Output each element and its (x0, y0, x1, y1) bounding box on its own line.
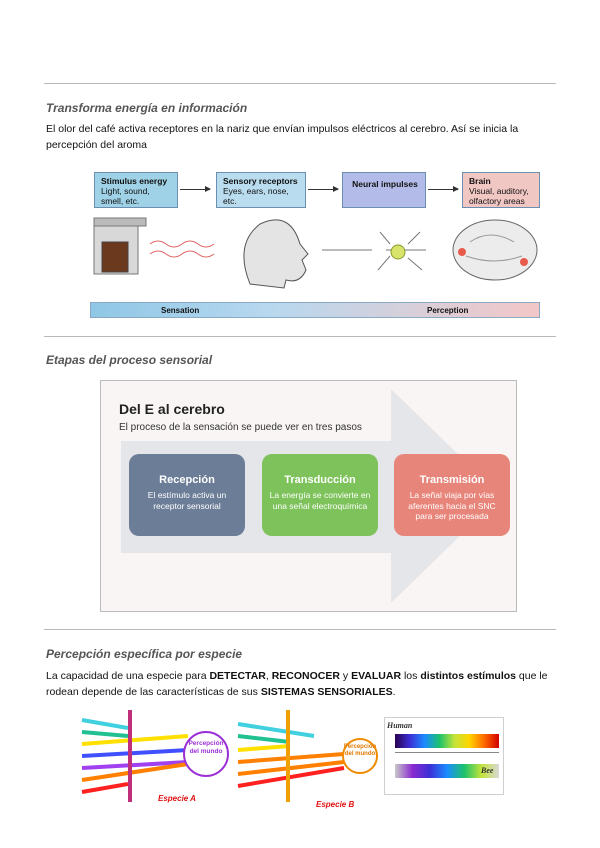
spectrum-label-human: Human (387, 721, 413, 730)
sensory-process-diagram: Del E al cerebro El proceso de la sensac… (100, 380, 517, 612)
bee-spectrum-bar (395, 764, 499, 778)
section-heading: Transforma energía en información (46, 101, 248, 115)
divider (44, 83, 556, 84)
species-b-label: Especie B (316, 800, 355, 809)
stage-impulses: Neural impulses (342, 172, 426, 208)
aroma-waves-icon (149, 240, 215, 258)
neuron-icon (322, 231, 426, 271)
flow-arrow (428, 186, 459, 192)
spectrum-label-bee: Bee (481, 766, 494, 775)
species-a-label: Especie A (158, 794, 196, 803)
step-transduction: Transducción La energía se convierte en … (262, 454, 378, 536)
section-paragraph: El olor del café activa receptores en la… (46, 123, 519, 151)
flow-arrow (308, 186, 339, 192)
section-heading: Percepción específica por especie (46, 647, 243, 661)
sensation-perception-band: Sensation Perception (90, 302, 540, 318)
circle-label-b: Percepción del mundo (343, 744, 377, 757)
diagram-title: Del E al cerebro (119, 401, 225, 417)
species-b-diagram (237, 710, 378, 802)
head-icon (243, 219, 309, 289)
divider (44, 336, 556, 337)
species-diagrams (81, 710, 378, 802)
brain-icon (452, 219, 538, 281)
illustration-row (93, 217, 538, 289)
diagram-subtitle: El proceso de la sensación se puede ver … (119, 422, 362, 433)
flow-arrow (180, 186, 211, 192)
divider (44, 629, 556, 630)
circle-label-a: Percepción del mundo (188, 740, 224, 755)
section-heading: Etapas del proceso sensorial (46, 353, 213, 367)
species-a-diagram (81, 710, 229, 802)
scale-line (395, 752, 499, 753)
step-transmission: Transmisión La señal viaja por vías afer… (394, 454, 510, 536)
section-paragraph: La capacidad de una especie para DETECTA… (46, 670, 548, 698)
step-reception: Recepción El estímulo activa un receptor… (129, 454, 245, 536)
species-perception-figure: Percepción del mundo Percepción del mund… (78, 706, 528, 816)
human-spectrum-bar (395, 734, 499, 748)
coffee-maker-icon (93, 217, 147, 275)
spectrum-comparison: Human Bee (384, 717, 504, 795)
